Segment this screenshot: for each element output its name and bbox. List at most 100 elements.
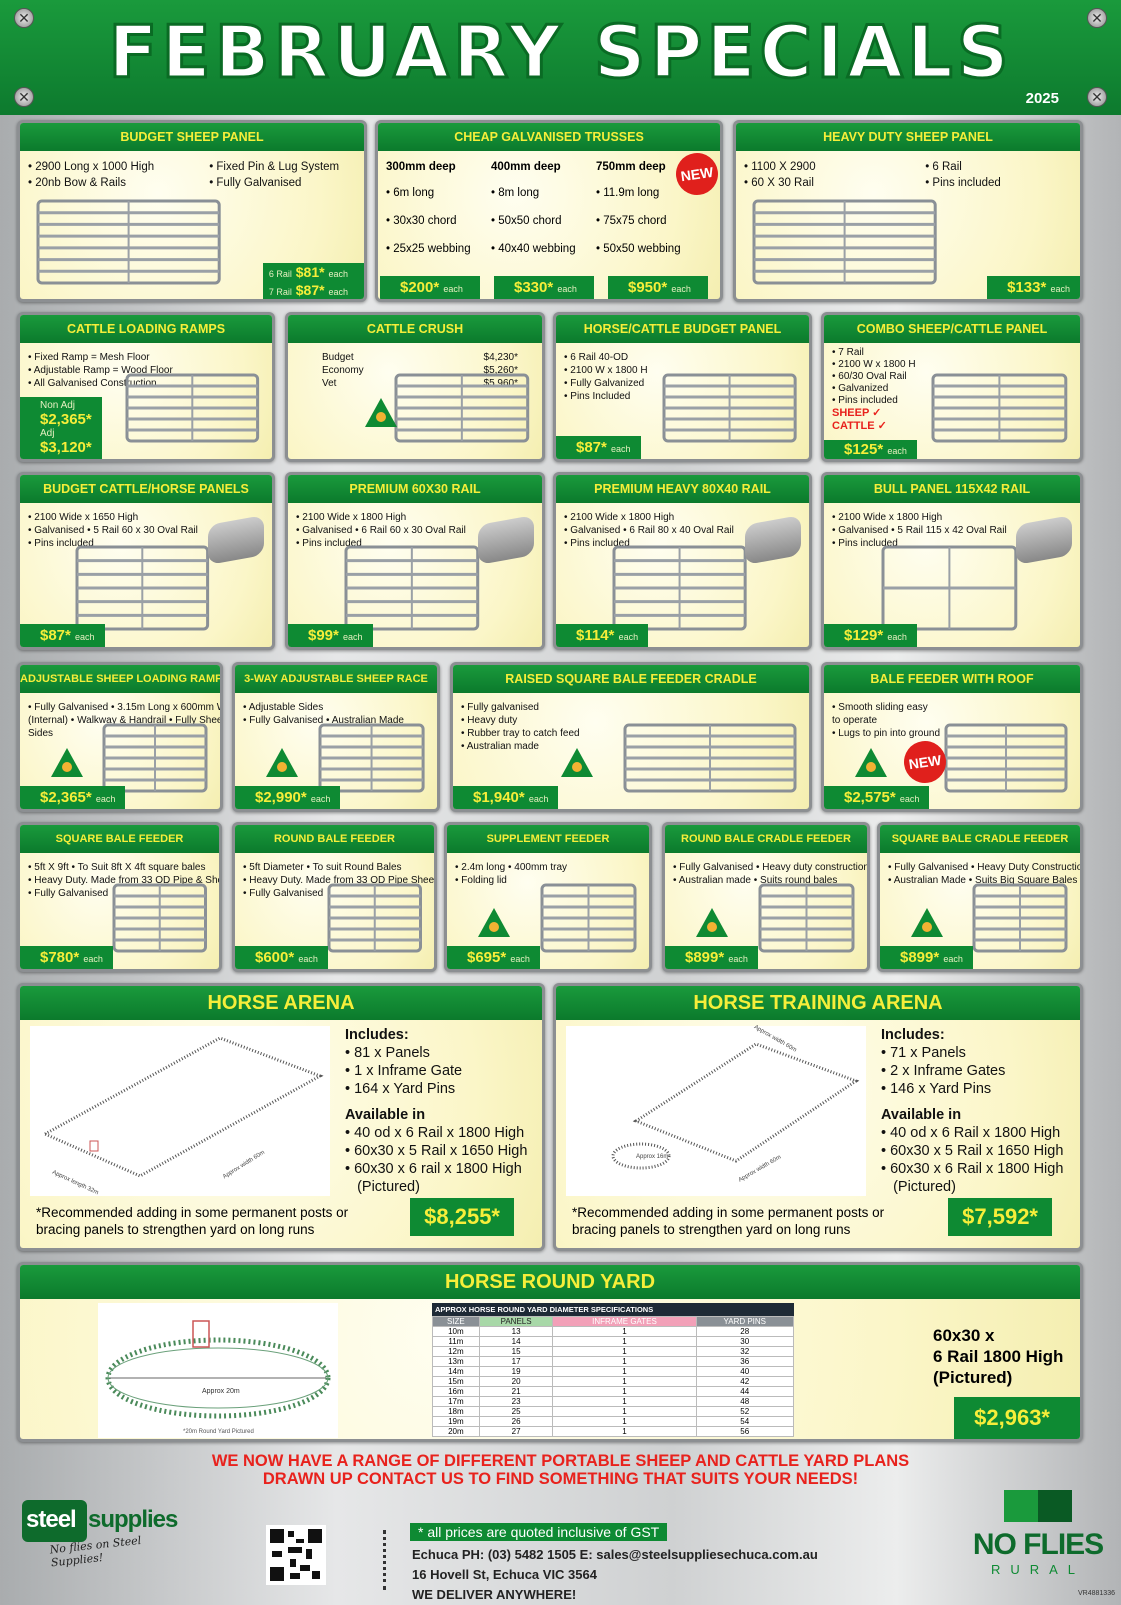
column-header: PANELS [478, 1316, 554, 1327]
card-title: RAISED SQUARE BALE FEEDER CRADLE [453, 665, 809, 693]
include-item: • 146 x Yard Pins [881, 1081, 992, 1097]
available-heading: Available in [881, 1107, 962, 1123]
feature-item: • 2100 Wide x 1650 High [28, 512, 139, 523]
table-cell: 36 [695, 1356, 794, 1367]
card-title: ROUND BALE CRADLE FEEDER [665, 825, 867, 853]
feature-item: • Pins included [832, 538, 898, 549]
table-cell: 14 [478, 1336, 554, 1347]
product-card: SQUARE BALE CRADLE FEEDER• Fully Galvani… [877, 822, 1083, 972]
feature-item: • 50x50 webbing [596, 243, 681, 255]
feature-item: • Galvanised • 6 Rail 80 x 40 Oval Rail [564, 525, 734, 536]
price-box: $600* each [235, 946, 328, 969]
product-image [327, 883, 422, 953]
price-box: $899* each [880, 946, 973, 969]
table-cell: 28 [695, 1326, 794, 1337]
card-title: HEAVY DUTY SHEEP PANEL [736, 123, 1080, 151]
model-price: $5,260* [483, 365, 518, 376]
table-cell: 15 [478, 1346, 554, 1357]
card-body: 3-WAY ADJUSTABLE SHEEP RACE• Adjustable … [235, 665, 437, 809]
available-item: • 60x30 x 6 rail x 1800 High [345, 1161, 522, 1177]
feature-list: • 2.4m long • 400mm tray• Folding lid [455, 861, 567, 887]
price: $899* [685, 949, 725, 966]
feature-item: • 1100 X 2900 [744, 161, 816, 173]
card-body: BULL PANEL 115X42 RAIL• 2100 Wide x 1800… [824, 475, 1080, 647]
feature-item: • Pins included [925, 177, 1001, 189]
feature-item: • Galvanised • 5 Rail 115 x 42 Oval Rail [832, 525, 1007, 536]
product-image [36, 199, 221, 285]
product-image [944, 723, 1068, 793]
product-card: SUPPLEMENT FEEDER• 2.4m long • 400mm tra… [444, 822, 652, 972]
feature-item: • 2.4m long • 400mm tray [455, 862, 568, 873]
horse-round-yard-card: HORSE ROUND YARD Approx 20m *20m Round Y… [17, 1262, 1083, 1442]
price-list: Budget$4,230*Economy$5,260*Vet$5,960* [322, 351, 518, 390]
price-box: $125* each [824, 440, 917, 459]
table-cell: 1 [552, 1356, 697, 1367]
table-cell: 1 [552, 1396, 697, 1407]
price: $2,575* [844, 789, 896, 806]
feature-list: • Fully Galvanised • Heavy duty construc… [673, 861, 867, 887]
table-cell: 1 [552, 1416, 697, 1427]
price-label: 7 Rail [268, 287, 292, 297]
price: $2,990* [255, 789, 307, 806]
card-body: ROUND BALE CRADLE FEEDER • Fully Galvanis… [665, 825, 867, 969]
screw-icon: ✕ [14, 8, 34, 28]
price: $2,365* [40, 411, 92, 428]
card-title: CHEAP GALVANISED TRUSSES [378, 123, 720, 151]
model-name: Budget [322, 352, 354, 363]
price: $2,365* [40, 789, 92, 806]
delivery-line: WE DELIVER ANYWHERE! [412, 1587, 577, 1602]
feature-item: • Fully Galvanised [28, 888, 109, 899]
card-title: ADJUSTABLE SHEEP LOADING RAMP [20, 665, 220, 693]
feature-item: • 75x75 chord [596, 215, 667, 227]
product-card: BULL PANEL 115X42 RAIL• 2100 Wide x 1800… [821, 472, 1083, 650]
product-image [972, 883, 1068, 953]
australian-made-logo [266, 748, 298, 777]
price-suffix: each [328, 287, 348, 297]
feature-item: Sides [28, 728, 54, 739]
product-card: HEAVY DUTY SHEEP PANEL • 1100 X 2900• 60 … [733, 120, 1083, 302]
column-head: 400mm deep [491, 161, 561, 173]
include-item: • 71 x Panels [881, 1045, 966, 1061]
feature-item: • Heavy duty [461, 715, 518, 726]
product-card: CATTLE LOADING RAMPS• Fixed Ramp = Mesh … [17, 312, 275, 462]
card-body: PREMIUM HEAVY 80X40 RAIL• 2100 Wide x 18… [556, 475, 809, 647]
qr-code[interactable] [266, 1525, 326, 1585]
australian-made-logo [51, 748, 83, 777]
price-suffix: each [943, 954, 963, 964]
australian-made-logo [560, 748, 593, 777]
price-box: Non Adj$2,365*Adj$3,120* [20, 397, 102, 459]
contact-line[interactable]: Echuca PH: (03) 5482 1505 E: sales@steel… [412, 1547, 818, 1562]
feature-list: • 1100 X 2900• 60 X 30 Rail [744, 159, 816, 191]
table-cell: 25 [478, 1406, 554, 1417]
card-title: PREMIUM 60X30 RAIL [288, 475, 542, 503]
promo-banner: WE NOW HAVE A RANGE OF DIFFERENT PORTABL… [0, 1452, 1121, 1488]
logo-text: supplies [88, 1506, 178, 1533]
feature-item: • Heavy Duty. Made from 33 OD Pipe Sheet… [243, 875, 434, 886]
feature-item: • Pins included [564, 538, 630, 549]
feature-item: • Pins included [296, 538, 362, 549]
specs-table: APPROX HORSE ROUND YARD DIAMETER SPECIFI… [432, 1303, 794, 1437]
feature-list: • Adjustable Sides• Fully Galvanised • A… [243, 701, 404, 727]
table-cell: 1 [552, 1386, 697, 1397]
card-body: HORSE/CATTLE BUDGET PANEL• 6 Rail 40-OD•… [556, 315, 809, 459]
product-card: ROUND BALE FEEDER• 5ft Diameter • To sui… [232, 822, 437, 972]
card-title: SQUARE BALE FEEDER [20, 825, 219, 853]
price-box: $8,255* [410, 1198, 514, 1236]
includes-list: Includes:• 81 x Panels• 1 x Inframe Gate… [345, 1026, 527, 1196]
product-image [881, 545, 1018, 631]
page-title: FEBRUARY SPECIALS [107, 9, 1013, 96]
feature-item: • Fully Galvanised • Heavy Duty Construc… [888, 862, 1080, 873]
price-suffix: each [557, 284, 577, 294]
price: $125* [844, 441, 884, 458]
feature-item: • Fully galvanised [461, 702, 539, 713]
product-image [758, 883, 855, 953]
product-image [931, 373, 1068, 443]
model-name: Economy [322, 365, 364, 376]
table-cell: 18m [432, 1406, 480, 1417]
product-card: PREMIUM HEAVY 80X40 RAIL• 2100 Wide x 18… [553, 472, 812, 650]
